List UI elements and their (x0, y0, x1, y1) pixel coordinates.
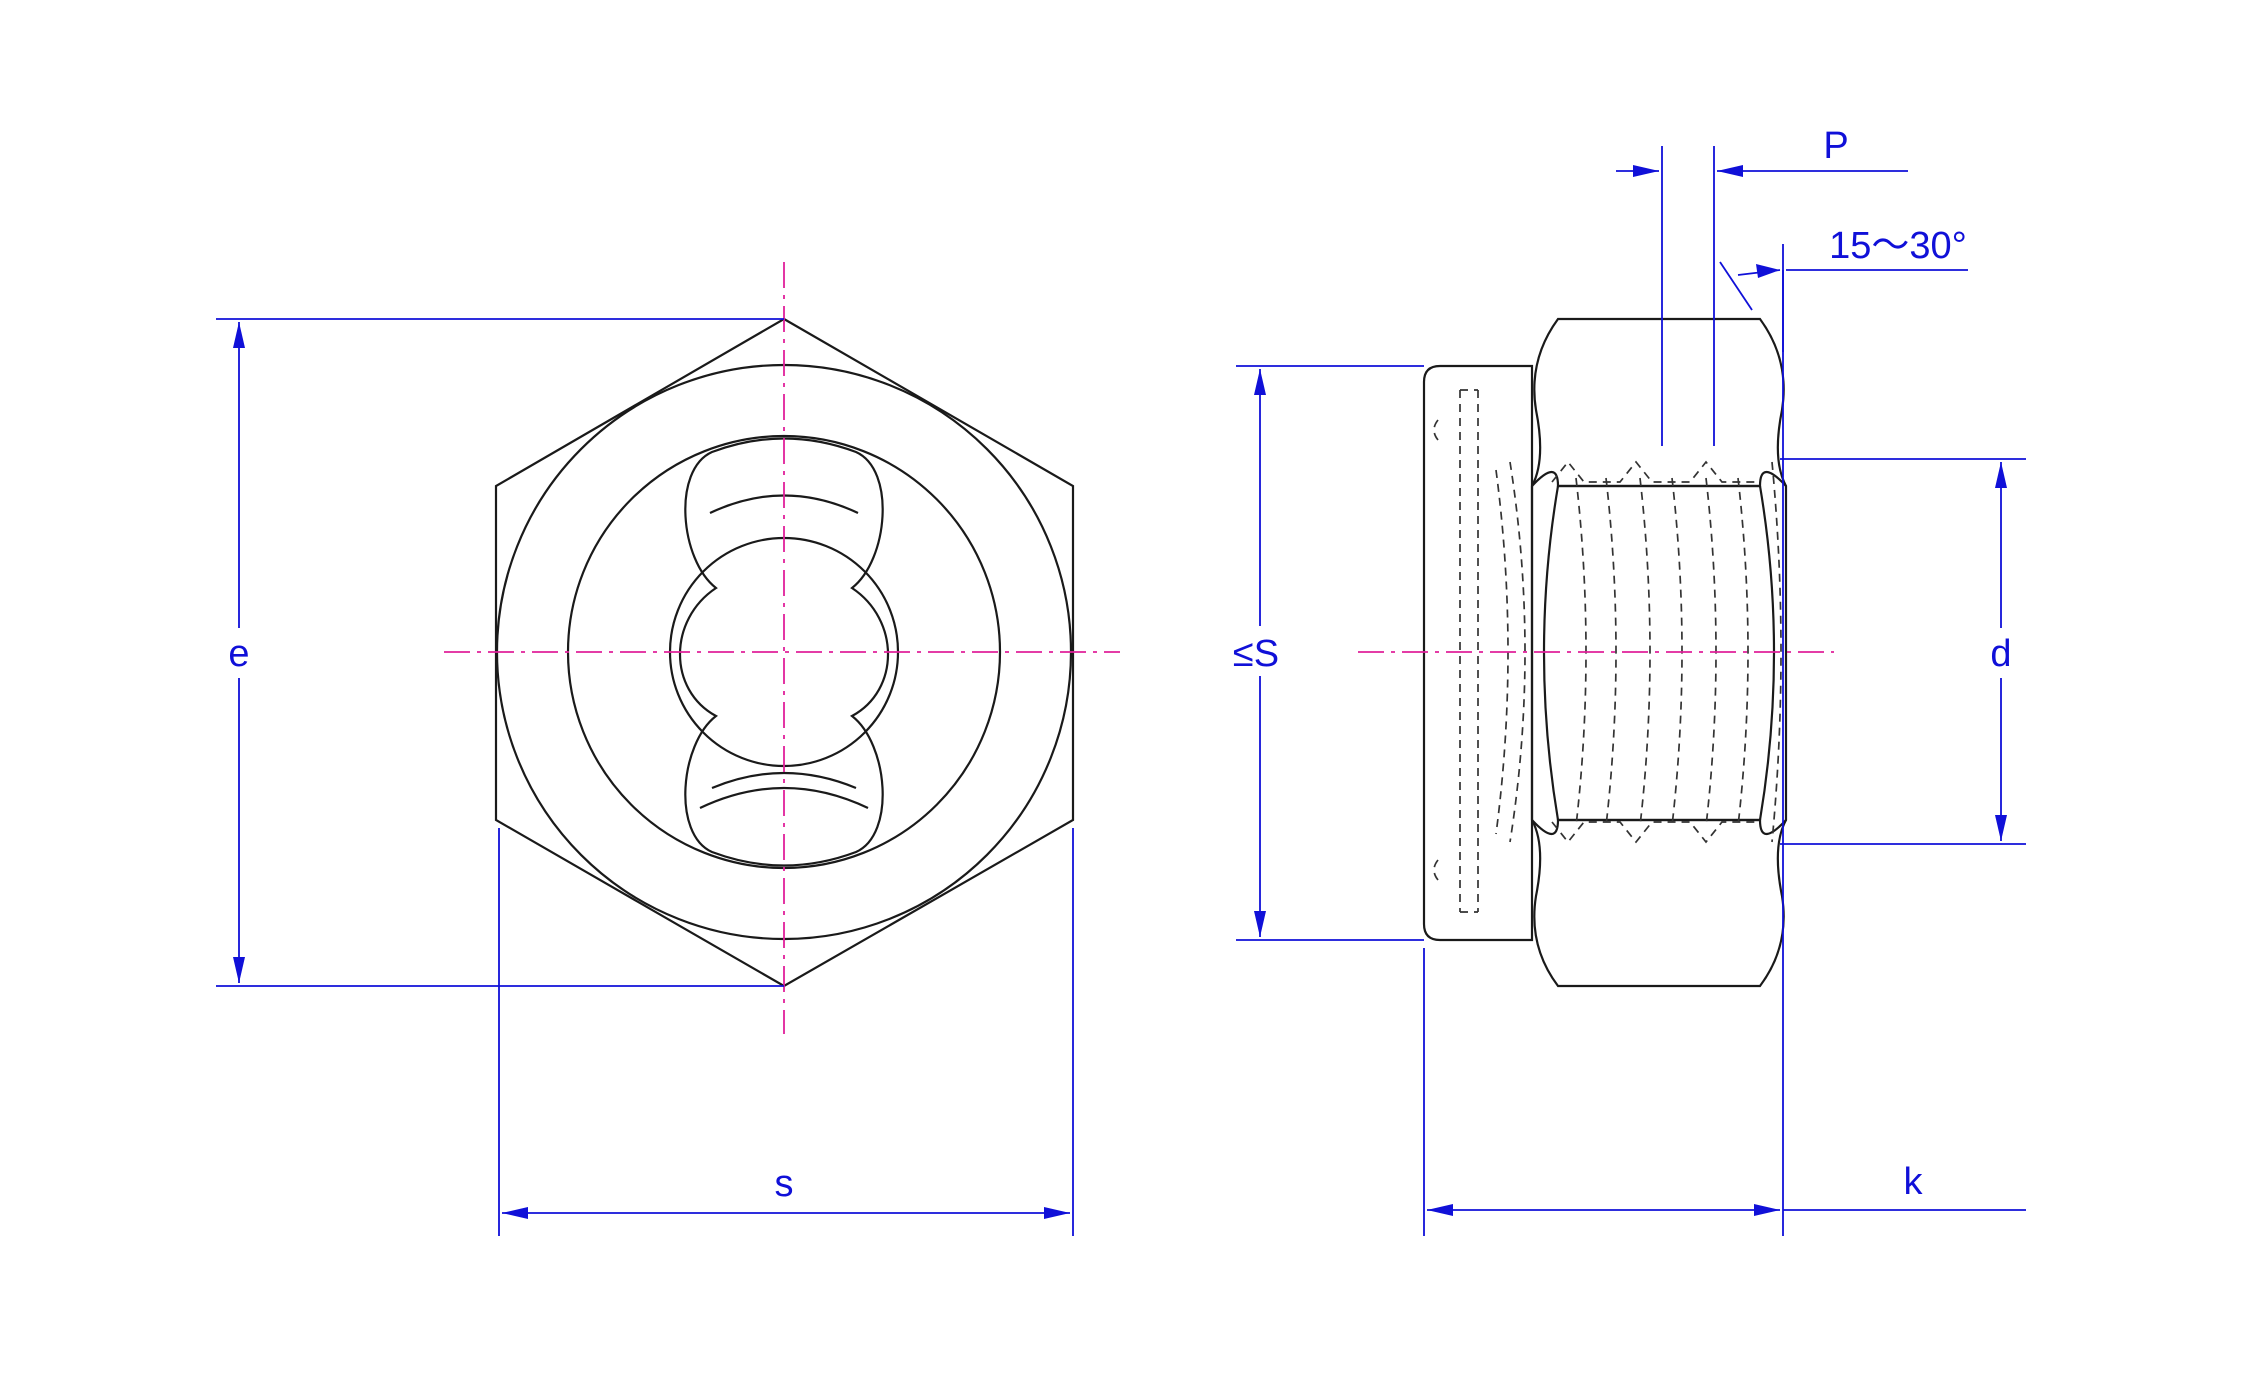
label-S: ≤S (1233, 633, 1279, 675)
label-d: d (1990, 633, 2011, 675)
collar-outline (1422, 364, 1534, 942)
side-view (1358, 317, 1834, 988)
dimension-k: k (1423, 270, 2026, 1236)
dimension-P: P (1616, 125, 1908, 446)
thread-top (1551, 460, 1758, 483)
bore-with-tabs (678, 437, 890, 867)
label-e: e (228, 633, 249, 675)
dimension-S: ≤S (1226, 365, 1424, 941)
dimension-d: d (1780, 458, 2026, 845)
lower-slot-arc-inner (711, 771, 857, 790)
hex-body-outline (1530, 317, 1788, 988)
chamfer-top (1531, 470, 1787, 488)
label-k: k (1904, 1161, 1924, 1203)
lower-slot-arc (699, 786, 869, 809)
label-angle: 15～30° (1829, 225, 1967, 267)
bore-barrel (1542, 485, 1776, 821)
label-s: s (775, 1163, 794, 1205)
hidden-insert (1433, 389, 1479, 913)
dimension-s: s (498, 828, 1074, 1236)
dimension-angle: 15～30° (1719, 225, 1968, 352)
label-P: P (1823, 125, 1848, 167)
dimension-e: e (216, 318, 784, 987)
front-view (444, 262, 1120, 1034)
thread-bottom (1551, 821, 1758, 844)
